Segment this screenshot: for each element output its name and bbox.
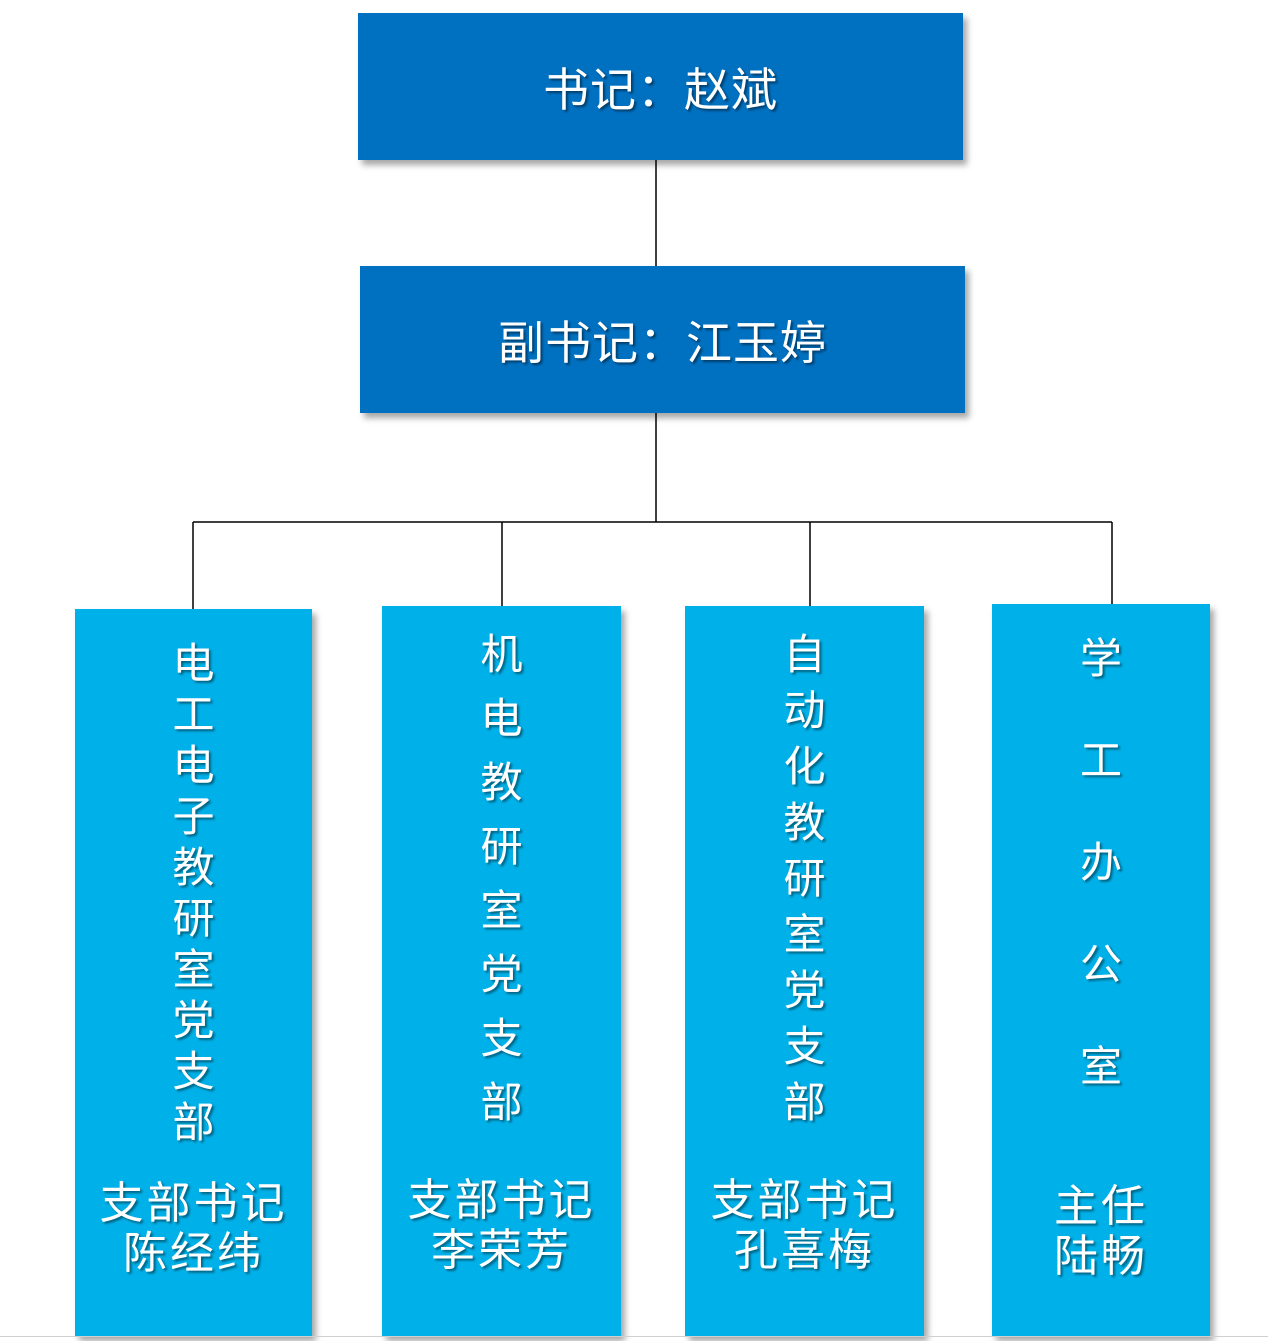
unit-box-4: 学 工 办 公 室 主任 陆畅 bbox=[992, 604, 1210, 1336]
unit-name-char: 教 bbox=[172, 843, 215, 892]
unit-name-char: 支 bbox=[783, 1022, 826, 1071]
unit-role: 主任 bbox=[1054, 1181, 1148, 1232]
unit-name-vertical: 电 工 电 子 教 研 室 党 支 部 bbox=[75, 643, 312, 1153]
unit-name-char: 支 bbox=[480, 1014, 523, 1063]
unit-name-vertical: 学 工 办 公 室 bbox=[992, 638, 1210, 1148]
unit-box-1: 电 工 电 子 教 研 室 党 支 部 支部书记 陈经纬 bbox=[75, 609, 312, 1336]
unit-name-char: 化 bbox=[783, 742, 826, 791]
unit-name-char: 支 bbox=[172, 1047, 215, 1096]
unit-name-char: 党 bbox=[480, 950, 523, 999]
unit-footer: 支部书记 孔喜梅 bbox=[685, 1175, 924, 1277]
unit-footer: 支部书记 陈经纬 bbox=[75, 1178, 312, 1280]
unit-name-char: 室 bbox=[172, 945, 215, 994]
unit-name-char: 室 bbox=[783, 910, 826, 959]
unit-person: 李荣芳 bbox=[431, 1225, 572, 1277]
unit-name-char: 自 bbox=[783, 630, 826, 679]
unit-name-char: 教 bbox=[783, 798, 826, 847]
unit-box-2: 机 电 教 研 室 党 支 部 支部书记 李荣芳 bbox=[382, 606, 621, 1336]
unit-name-vertical: 自 动 化 教 研 室 党 支 部 bbox=[685, 634, 924, 1138]
unit-name-vertical: 机 电 教 研 室 党 支 部 bbox=[382, 634, 621, 1146]
unit-name-char: 教 bbox=[480, 758, 523, 807]
unit-footer: 支部书记 李荣芳 bbox=[382, 1175, 621, 1277]
unit-name-char: 研 bbox=[172, 894, 215, 943]
unit-name-char: 子 bbox=[172, 792, 215, 841]
unit-name-char: 工 bbox=[172, 690, 215, 739]
unit-person: 孔喜梅 bbox=[734, 1225, 875, 1277]
deputy-secretary-box: 副书记：江玉婷 bbox=[360, 266, 965, 413]
unit-name-char: 电 bbox=[172, 639, 215, 688]
unit-name-char: 室 bbox=[480, 886, 523, 935]
unit-name-char: 机 bbox=[480, 630, 523, 679]
unit-name-char: 研 bbox=[783, 854, 826, 903]
unit-name-char: 部 bbox=[172, 1098, 215, 1147]
unit-person: 陆畅 bbox=[1054, 1231, 1148, 1283]
unit-name-char: 部 bbox=[480, 1078, 523, 1127]
deputy-secretary-label: 副书记：江玉婷 bbox=[498, 315, 827, 370]
unit-name-char: 部 bbox=[783, 1078, 826, 1127]
unit-box-3: 自 动 化 教 研 室 党 支 部 支部书记 孔喜梅 bbox=[685, 606, 924, 1336]
secretary-label: 书记：赵斌 bbox=[543, 62, 778, 117]
unit-name-char: 办 bbox=[1079, 838, 1122, 887]
unit-name-char: 室 bbox=[1079, 1042, 1122, 1091]
unit-name-char: 工 bbox=[1079, 736, 1122, 785]
unit-name-char: 公 bbox=[1079, 940, 1122, 989]
unit-role: 支部书记 bbox=[710, 1175, 899, 1226]
unit-role: 支部书记 bbox=[407, 1175, 596, 1226]
secretary-box: 书记：赵斌 bbox=[358, 13, 963, 160]
unit-name-char: 研 bbox=[480, 822, 523, 871]
unit-name-char: 党 bbox=[783, 966, 826, 1015]
unit-name-char: 动 bbox=[783, 686, 826, 735]
unit-name-char: 党 bbox=[172, 996, 215, 1045]
bottom-divider bbox=[0, 1336, 1268, 1337]
unit-role: 支部书记 bbox=[99, 1178, 288, 1229]
unit-footer: 主任 陆畅 bbox=[992, 1181, 1210, 1283]
unit-name-char: 学 bbox=[1079, 634, 1122, 683]
unit-name-char: 电 bbox=[172, 741, 215, 790]
unit-name-char: 电 bbox=[480, 694, 523, 743]
unit-person: 陈经纬 bbox=[123, 1228, 264, 1280]
